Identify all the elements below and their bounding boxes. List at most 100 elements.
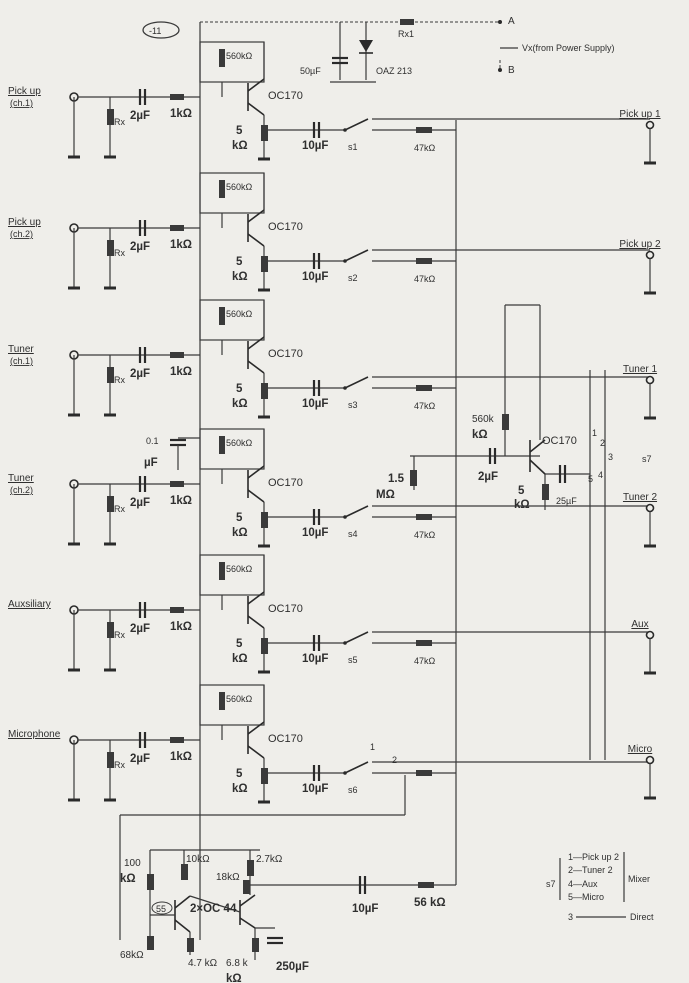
output-cap-label: 10µF xyxy=(302,271,328,283)
rx-resistor xyxy=(107,109,114,125)
input-resistor xyxy=(170,481,184,487)
emitter-resistor-label-bottom: kΩ xyxy=(232,140,248,152)
mixer-rb-label-bottom: kΩ xyxy=(472,429,488,441)
s7-pos1: 1 xyxy=(592,428,597,438)
switch-label: s2 xyxy=(348,273,358,283)
bias-resistor xyxy=(219,692,225,710)
transistor-collector xyxy=(247,591,265,605)
preamp-badge-outline xyxy=(151,901,173,915)
switch-pivot xyxy=(343,771,347,775)
emitter-resistor-label-bottom: kΩ xyxy=(232,398,248,410)
r56k-resistor xyxy=(418,882,434,888)
power-supply-section: -11 Rx1 A Vx(from Power Supply) B 50µF O… xyxy=(142,16,615,83)
r27k-resistor xyxy=(247,860,254,876)
transistor-emitter xyxy=(247,745,265,759)
zener-label: OAZ 213 xyxy=(376,66,412,76)
bias-resistor xyxy=(219,562,225,580)
input-label-line2: (ch.2) xyxy=(10,229,33,239)
s7-pos3: 3 xyxy=(608,452,613,462)
output-cap-label: 10µF xyxy=(302,527,328,539)
bias-network-box xyxy=(199,299,265,341)
input-resistor-label: 1kΩ xyxy=(170,495,192,507)
bias-resistor-label: 560kΩ xyxy=(226,694,253,704)
emitter-resistor xyxy=(261,256,268,272)
switch-pivot xyxy=(343,386,347,390)
s7-switch-label: s7 xyxy=(642,454,652,464)
transistor-emitter xyxy=(247,102,265,116)
bias-resistor xyxy=(219,180,225,198)
cap50-label: 50µF xyxy=(300,66,321,76)
s7-pos5: 5 xyxy=(588,474,593,484)
output-jack-icon xyxy=(645,375,655,385)
switch-blade xyxy=(344,376,369,389)
r68h-resistor xyxy=(252,938,259,952)
output-jack-icon xyxy=(645,503,655,513)
transistor-label: OC170 xyxy=(268,348,303,360)
tuner2-extra-cap-unit: µF xyxy=(144,457,158,469)
input-label-line1: Microphone xyxy=(8,729,61,740)
switch-blade xyxy=(344,249,369,262)
switch-pivot xyxy=(343,128,347,132)
r10k-label: 10kΩ xyxy=(186,854,210,865)
input-label-line2: (ch.1) xyxy=(10,98,33,108)
mixer-rb-label-top: 560k xyxy=(472,414,495,425)
transistor-label: OC170 xyxy=(268,477,303,489)
switch-blade xyxy=(344,631,369,644)
input-label-line1: Pick up xyxy=(8,217,41,228)
bias-network-box xyxy=(199,41,265,83)
mixer-transistor-label: OC170 xyxy=(542,435,577,447)
r18k-resistor xyxy=(243,880,250,894)
transistor-emitter xyxy=(247,233,265,247)
emitter-resistor-label-top: 5 xyxy=(236,256,243,268)
output-cap-label: 10µF xyxy=(302,140,328,152)
input-resistor xyxy=(170,737,184,743)
top-badge-label: -11 xyxy=(149,26,161,36)
legend-line5: 3 xyxy=(568,912,573,922)
emitter-resistor xyxy=(261,638,268,654)
output-resistor-label: 47kΩ xyxy=(414,656,436,666)
preamp-t2-collector xyxy=(239,894,256,907)
rx-resistor xyxy=(107,496,114,512)
output-label: Tuner 1 xyxy=(623,364,658,375)
emitter-resistor xyxy=(261,512,268,528)
mixer-re-label-bottom: kΩ xyxy=(514,499,530,511)
microphone-preamp: 100 kΩ 10kΩ 2.7kΩ 18kΩ 10µF 56 kΩ 2×OC 4… xyxy=(119,775,456,983)
transistor-collector xyxy=(247,721,265,735)
input-cap-label: 2µF xyxy=(130,497,150,509)
rx-resistor xyxy=(107,752,114,768)
r18k-label: 18kΩ xyxy=(216,872,240,883)
node-a-dot xyxy=(498,20,502,24)
tuner2-extra-cap-value: 0.1 xyxy=(146,436,159,446)
bias-resistor-label: 560kΩ xyxy=(226,309,253,319)
r68k-resistor xyxy=(147,936,154,950)
emitter-resistor-label-top: 5 xyxy=(236,512,243,524)
preamp-t1-collector xyxy=(174,895,191,909)
switch-blade xyxy=(344,761,369,774)
s7-pos4: 4 xyxy=(598,470,603,480)
transistor-label: OC170 xyxy=(268,603,303,615)
input-cap-label: 2µF xyxy=(130,241,150,253)
node-b-dot xyxy=(498,68,502,72)
input-label-line1: Tuner xyxy=(8,473,34,484)
switch-label: s3 xyxy=(348,400,358,410)
r68k-label: 68kΩ xyxy=(120,950,144,961)
emitter-resistor xyxy=(261,768,268,784)
rx-label: Rx xyxy=(114,760,125,770)
output-label: Tuner 2 xyxy=(623,492,658,503)
rx-label: Rx xyxy=(114,248,125,258)
r68h-label-bottom: kΩ xyxy=(226,973,242,983)
output-resistor xyxy=(416,127,432,133)
legend-line2: 2—Tuner 2 xyxy=(568,865,613,875)
bias-resistor-label: 560kΩ xyxy=(226,564,253,574)
output-resistor-label: 47kΩ xyxy=(414,274,436,284)
preamp-t1-emitter xyxy=(174,919,191,933)
transistor-label: OC170 xyxy=(268,90,303,102)
bias-resistor-label: 560kΩ xyxy=(226,182,253,192)
input-label-line1: Auxsiliary xyxy=(8,599,51,610)
mixer-re-label-top: 5 xyxy=(518,485,525,497)
r100k-label-top: 100 xyxy=(124,858,141,869)
output-cap-label: 10µF xyxy=(302,653,328,665)
legend-mixer: Mixer xyxy=(628,874,650,884)
